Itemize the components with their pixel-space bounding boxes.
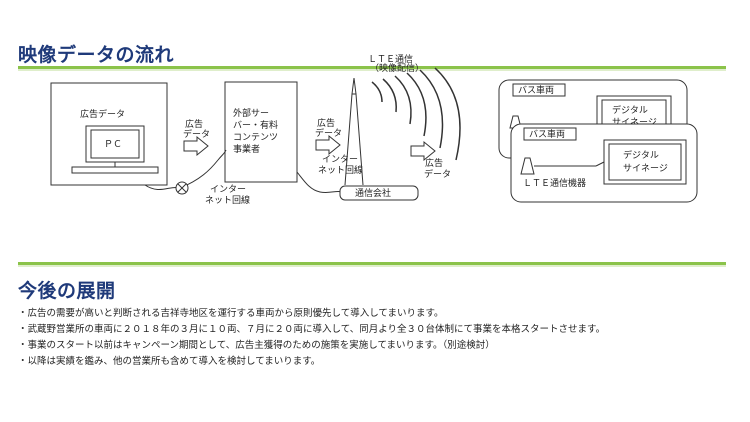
signage-front-label: デジタル サイネージ	[623, 149, 668, 174]
section-divider-1	[18, 66, 726, 69]
flow-arrow-3	[410, 140, 436, 162]
bus-back-title-box	[512, 83, 566, 97]
antenna-tower-icon	[344, 93, 364, 186]
data-flow-diagram: 広告データ ＰＣ 広告 データ 外部サー バー・有料 コンテンツ 事業者 インタ…	[50, 53, 698, 206]
arrow2-label: 広告 データ	[315, 117, 342, 139]
internet1-label: インター ネット回線	[205, 184, 250, 206]
radio-waves-icon	[371, 67, 461, 161]
flow-arrow-1	[183, 135, 209, 157]
carrier-box	[339, 185, 419, 201]
signage-back-label: デジタル サイネージ	[612, 104, 657, 128]
arrow1-label: 広告 データ	[183, 118, 210, 140]
pc-label: ＰＣ	[104, 140, 122, 150]
list-item: ・広告の需要が高いと判断される吉祥寺地区を運行する車両から原則優先して導入してま…	[18, 308, 444, 319]
section-divider-2	[18, 262, 726, 265]
pc-icon	[71, 125, 159, 174]
ad-data-label: 広告データ	[80, 108, 125, 120]
bus-front-title-box	[523, 127, 577, 141]
section-title-future-plans: 今後の展開	[18, 280, 116, 302]
future-plans-list: ・広告の需要が高いと判断される吉祥寺地区を運行する車両から原則優先して導入してま…	[18, 306, 605, 370]
list-item: ・武蔵野営業所の車両に２０１８年の３月に１０両、７月に２０両に導入して、同月より…	[18, 324, 606, 335]
bus-back-title: バス車両	[518, 84, 554, 96]
arrow3-label: 広告 データ	[424, 157, 451, 180]
list-item: ・以降は実績を鑑み、他の営業所も含めて導入を検討してまいります。	[18, 356, 321, 367]
internet-cable-2	[296, 171, 343, 194]
internet-cable-1	[144, 149, 227, 191]
lte-label: ＬＴＥ通信 （映像配信）	[368, 53, 424, 74]
carrier-label: 通信会社	[355, 187, 391, 199]
contractor-label: 外部サー バー・有料 コンテンツ 事業者	[233, 107, 281, 155]
contractor-box	[224, 81, 298, 183]
flow-arrow-2	[315, 134, 341, 156]
signage-front-box	[608, 143, 682, 181]
section-title-data-flow: 映像データの流れ	[18, 44, 175, 66]
bus-front-title: バス車両	[529, 128, 565, 140]
lte-device-icon	[520, 157, 605, 175]
list-item: ・事業のスタート以前はキャンペーン期間として、広告主獲得のための施策を実施してま…	[18, 340, 495, 351]
lte-device-label: ＬＴＥ通信機器	[523, 177, 586, 189]
internet2-label: インター ネット回線	[318, 154, 363, 176]
